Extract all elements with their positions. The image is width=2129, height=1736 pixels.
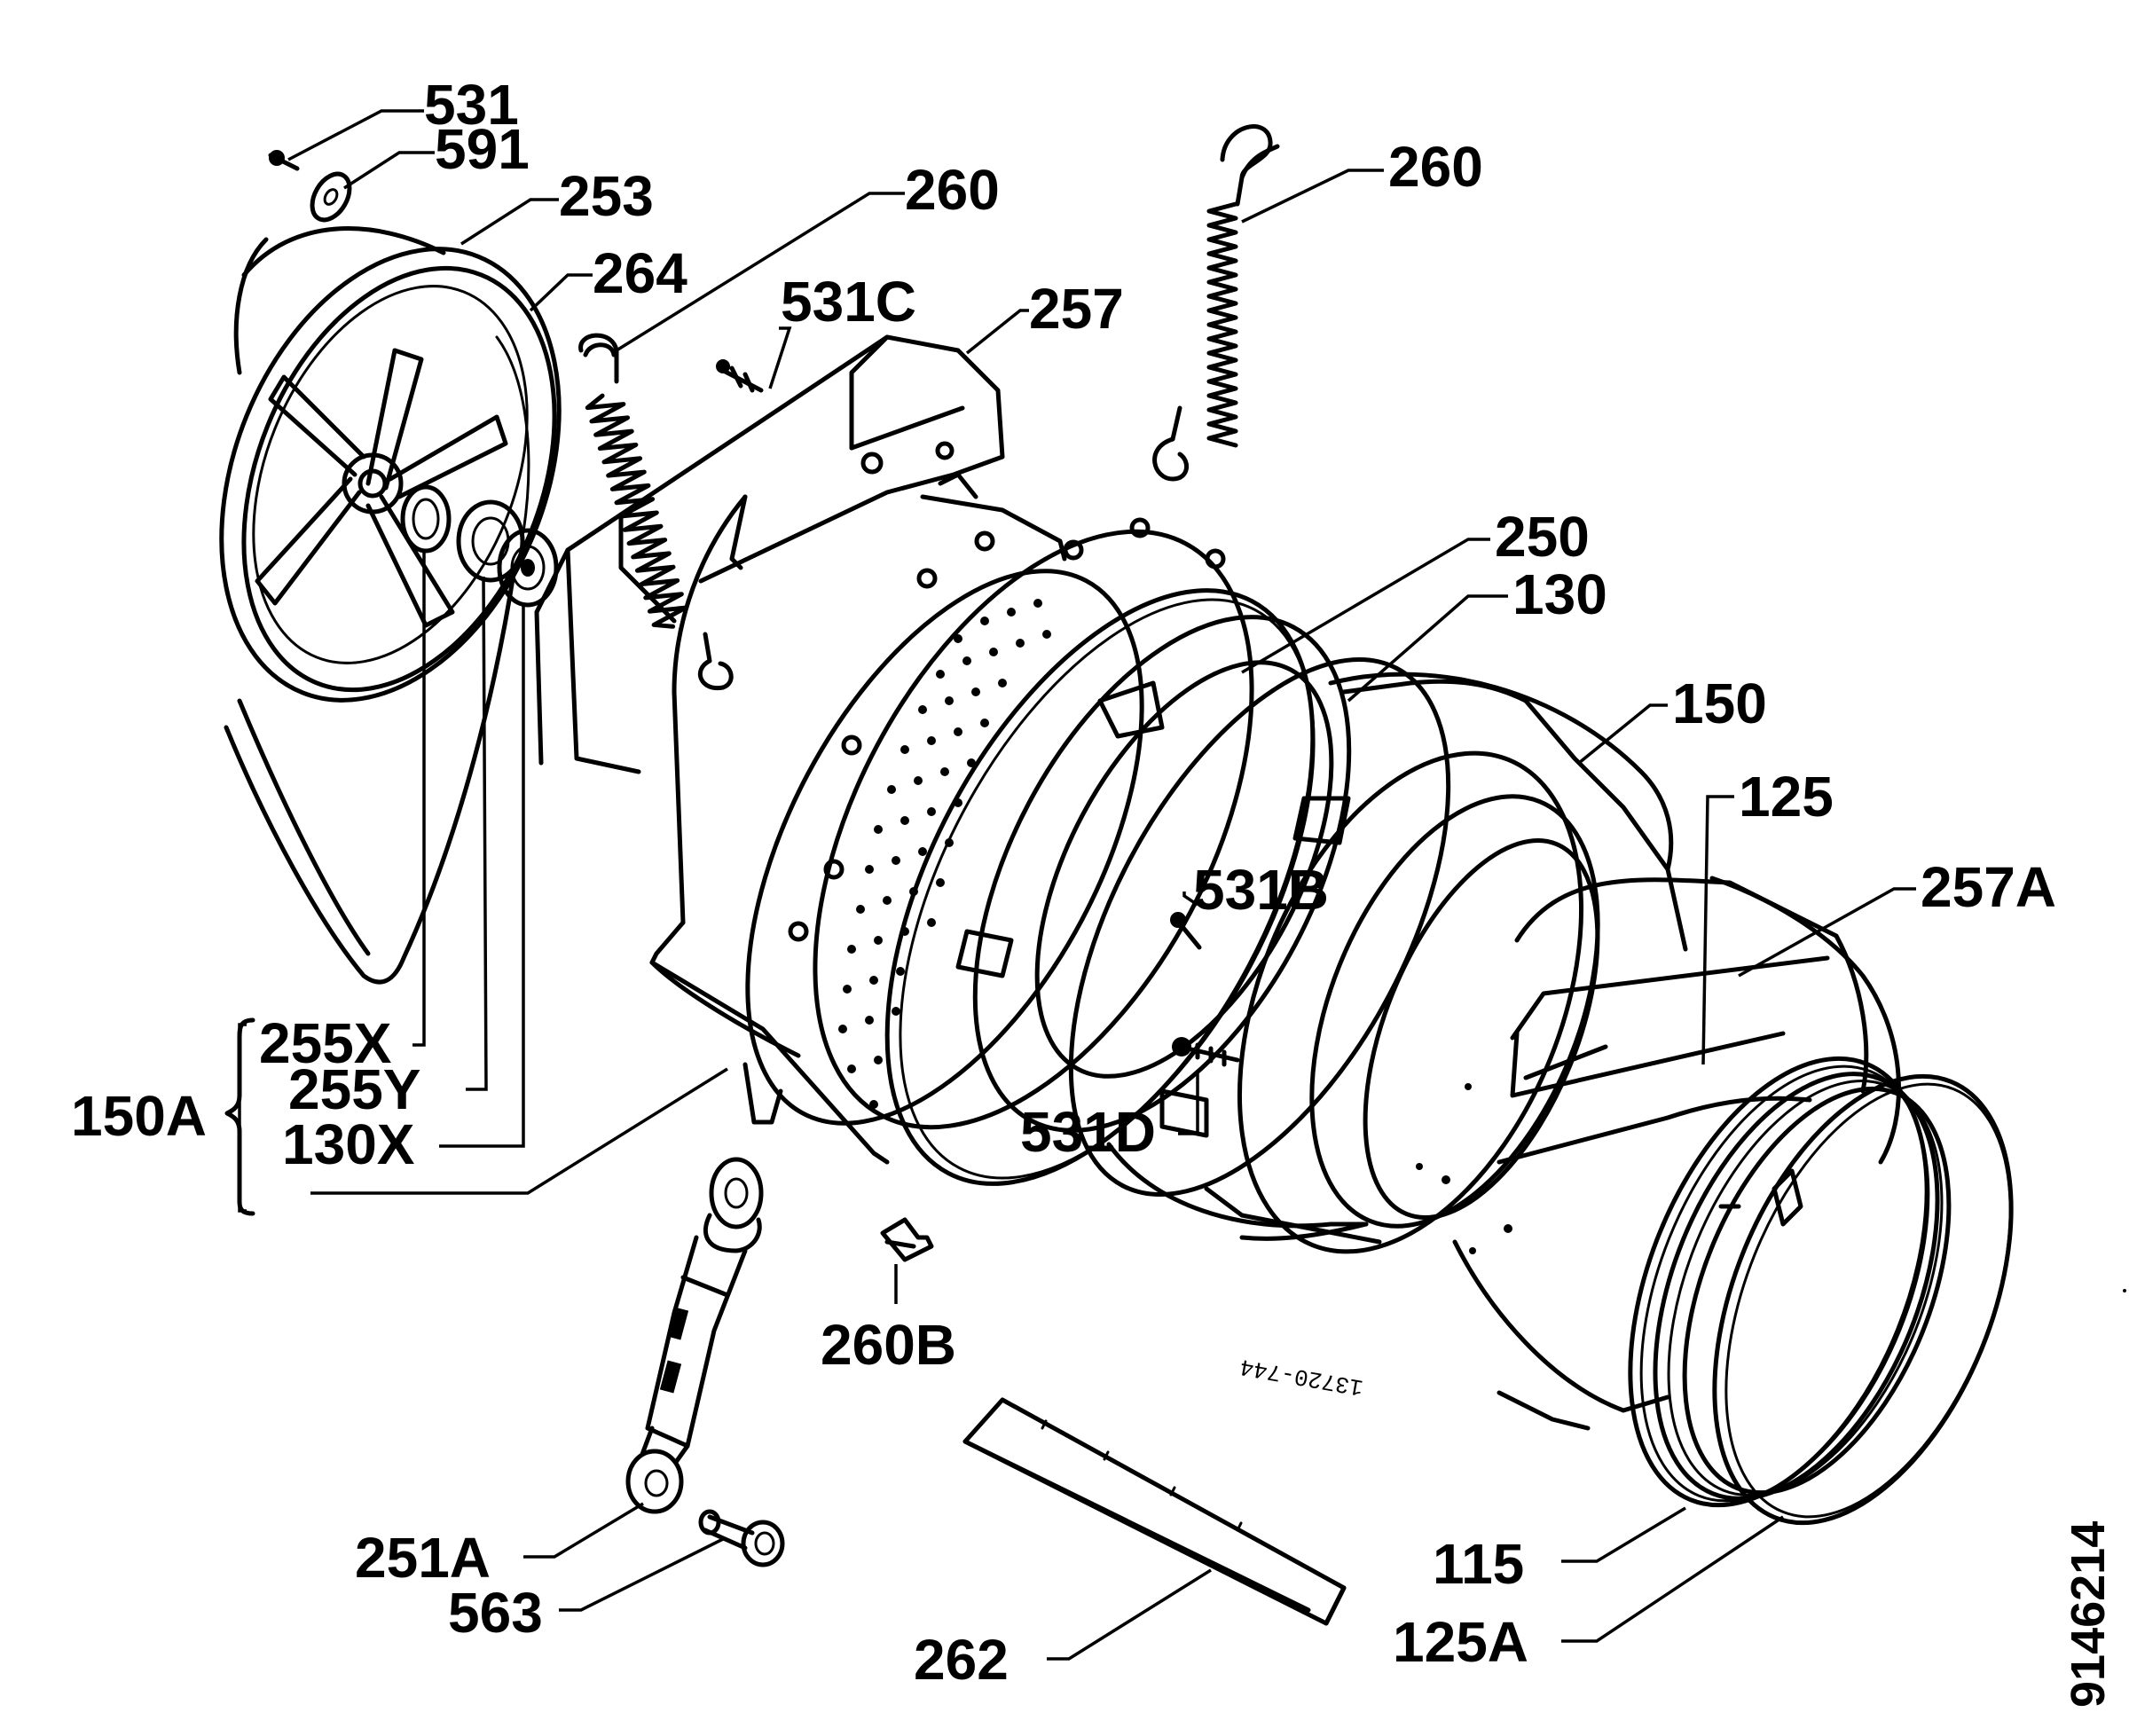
label-130x: 130X [282,1112,415,1176]
label-531: 531 [424,73,519,137]
group-bracket [224,1017,255,1216]
front-tub [1068,657,1688,1254]
label-125a: 125A [1393,1610,1528,1674]
label-150a: 150A [71,1084,207,1148]
tension-spring-top [1152,124,1280,482]
front-counterweight [1442,876,1901,1431]
label-150: 150 [1672,672,1767,735]
drum-front [955,615,1352,1138]
bolt-531d [1172,1037,1240,1067]
screw-531 [268,150,300,171]
leader-lines [238,109,1916,1661]
label-260-top: 260 [1388,135,1483,199]
label-257: 257 [1029,277,1124,341]
label-257a: 257A [1921,855,2056,919]
door-seal-assembly [1628,1056,2014,1526]
washer-591 [310,171,352,223]
screw-531b [1170,912,1202,950]
perforated-drum [745,517,1254,1130]
label-591: 591 [435,117,530,181]
label-255x: 255X [259,1011,392,1075]
bolt-563 [698,1509,785,1567]
clip-260b [880,1217,934,1262]
part-labels: 531 591 253 264 260 531C 257 260 250 130… [71,73,2056,1692]
label-253: 253 [559,164,654,228]
drive-belt [224,335,530,985]
tub-seal-ring [884,588,1316,1186]
part-stamp: 13720-744 [1237,1353,1365,1401]
label-260-left: 260 [905,158,1000,222]
document-number: 9146214 [2062,1521,2115,1708]
weight-bar [962,1397,1347,1626]
label-250: 250 [1495,505,1590,569]
label-251a: 251A [355,1526,491,1590]
screw-531c [716,359,764,393]
rear-tub-counterweight [534,334,1067,1165]
label-563: 563 [448,1581,543,1645]
label-264: 264 [593,241,687,305]
label-130: 130 [1512,562,1607,626]
label-125: 125 [1739,765,1834,829]
shock-absorber [625,1157,764,1514]
label-115: 115 [1433,1532,1524,1596]
label-260b: 260B [821,1313,956,1377]
bearing-set [400,484,559,608]
label-531c: 531C [781,270,916,334]
label-255y: 255Y [288,1057,420,1121]
label-531d: 531D [1020,1100,1156,1164]
pulley-wheel [219,226,562,703]
label-531b: 531B [1193,858,1329,922]
tension-spring-left [578,333,734,691]
label-262: 262 [914,1628,1009,1692]
